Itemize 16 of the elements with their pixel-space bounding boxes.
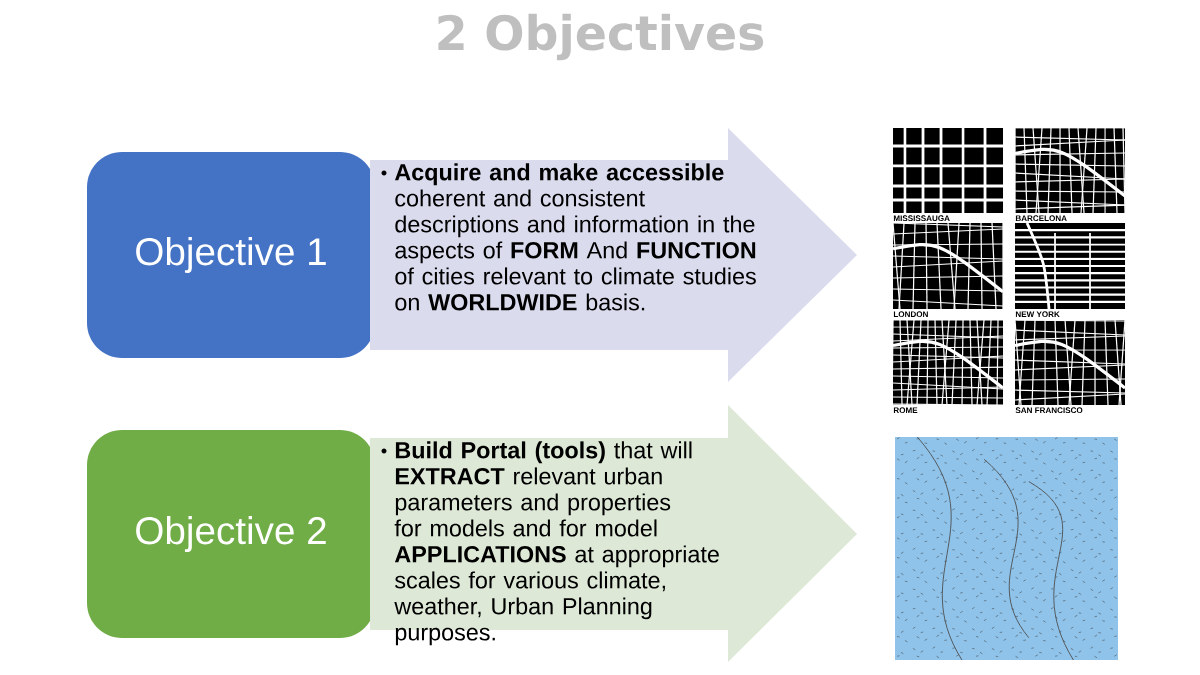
city-name: MISSISSAUGA [893, 215, 950, 222]
city-map-drawing [893, 223, 1003, 309]
city-map-drawing [1015, 320, 1125, 405]
city-map-drawing [893, 128, 1003, 213]
city-name: ROME [893, 407, 918, 414]
city-name: NEW YORK [1015, 311, 1060, 318]
city-map-drawing [1015, 128, 1125, 213]
city-name: SAN FRANCISCO [1015, 407, 1083, 414]
objective-box: Objective 2 [87, 430, 375, 638]
objective-box: Objective 1 [87, 152, 375, 358]
terrain-map-drawing [895, 436, 1118, 661]
city-name: BARCELONA [1015, 215, 1067, 222]
city-name: LONDON [893, 311, 928, 318]
city-map-drawing [1015, 223, 1125, 309]
title: 2 Objectives [438, 13, 764, 61]
city-map-drawing [893, 320, 1003, 405]
